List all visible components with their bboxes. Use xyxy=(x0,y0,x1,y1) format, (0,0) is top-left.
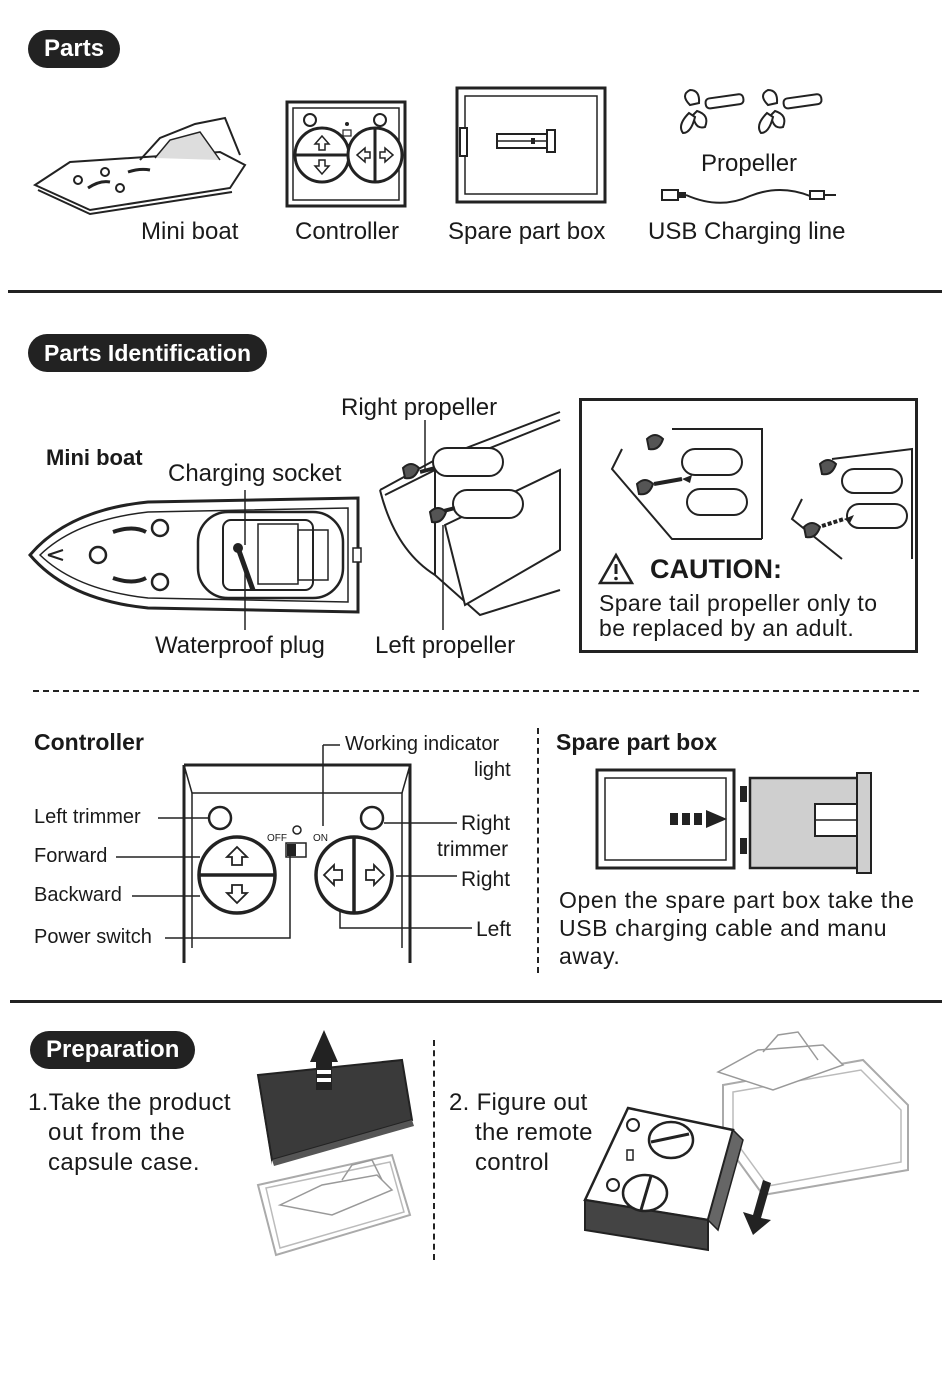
propeller-replacement-diagram xyxy=(610,428,913,560)
controller-diagram xyxy=(182,763,412,963)
waterproof-plug-label: Waterproof plug xyxy=(155,632,325,659)
callout-lines-boat xyxy=(244,420,444,630)
working-indicator-label-line1: Working indicator xyxy=(345,733,500,755)
mini-boat-image xyxy=(32,116,247,216)
right-propeller-label: Right propeller xyxy=(341,394,498,421)
backward-label: Backward xyxy=(34,884,122,906)
step2-line3: control xyxy=(475,1149,550,1176)
on-label: ON xyxy=(313,833,328,844)
mini-boat-heading: Mini boat xyxy=(46,445,143,470)
propeller-rear-view xyxy=(379,411,561,617)
caution-text-line2: be replaced by an adult. xyxy=(599,615,855,641)
spare-box-text-line3: away. xyxy=(559,943,621,969)
usb-cable-image xyxy=(661,189,836,204)
parts-identification-heading: Parts Identification xyxy=(28,334,268,372)
vertical-dashed-divider xyxy=(537,728,539,973)
dashed-divider xyxy=(33,690,919,692)
caution-text-line1: Spare tail propeller only to xyxy=(599,590,878,616)
spare-box-diagram xyxy=(595,768,872,874)
step1-line1: 1.Take the product xyxy=(28,1089,231,1116)
off-label: OFF xyxy=(267,833,287,844)
capsule-case-illustration xyxy=(256,1030,414,1257)
step2-line2: the remote xyxy=(475,1119,593,1146)
right-trimmer-label-line1: Right xyxy=(461,812,511,835)
controller-image xyxy=(285,100,407,208)
spare-box-text-line2: USB charging cable and manu xyxy=(559,915,888,941)
mini-boat-top-view xyxy=(28,496,362,614)
propeller-image xyxy=(680,88,823,135)
right-label: Right xyxy=(461,868,511,891)
forward-label: Forward xyxy=(34,845,108,867)
left-trimmer-label: Left trimmer xyxy=(34,806,141,828)
section-divider xyxy=(8,290,942,293)
caution-box: CAUTION: Spare tail propeller only to be… xyxy=(579,398,918,653)
section-divider-2 xyxy=(10,1000,942,1003)
controller-heading: Controller xyxy=(34,729,144,755)
step1-line3: capsule case. xyxy=(48,1149,200,1176)
working-indicator-label-line2: light xyxy=(474,759,511,781)
spare-box-heading: Spare part box xyxy=(556,729,718,755)
left-label: Left xyxy=(476,918,512,941)
vertical-dashed-divider-2 xyxy=(433,1040,435,1260)
propeller-label: Propeller xyxy=(701,150,798,177)
spare-box-text-line1: Open the spare part box take the xyxy=(559,887,915,913)
step2-line1: 2. Figure out xyxy=(449,1089,588,1116)
charging-socket-label: Charging socket xyxy=(168,460,342,487)
parts-heading: Parts xyxy=(28,30,121,68)
parts-item-mini-boat: Mini boat xyxy=(141,218,239,245)
parts-item-controller: Controller xyxy=(295,218,400,245)
callout-lines-controller xyxy=(116,744,472,939)
parts-item-usb-charging-line: USB Charging line xyxy=(648,218,846,245)
spare-part-box-image xyxy=(455,86,607,204)
parts-item-spare-part-box: Spare part box xyxy=(448,218,606,245)
left-propeller-label: Left propeller xyxy=(375,632,516,659)
remote-removal-illustration xyxy=(583,1031,909,1252)
step1-line2: out from the xyxy=(48,1119,186,1146)
caution-title: CAUTION: xyxy=(650,554,782,584)
power-switch-label: Power switch xyxy=(34,926,152,948)
preparation-heading: Preparation xyxy=(30,1031,196,1069)
right-trimmer-label-line2: trimmer xyxy=(437,838,509,861)
warning-icon xyxy=(597,552,635,585)
